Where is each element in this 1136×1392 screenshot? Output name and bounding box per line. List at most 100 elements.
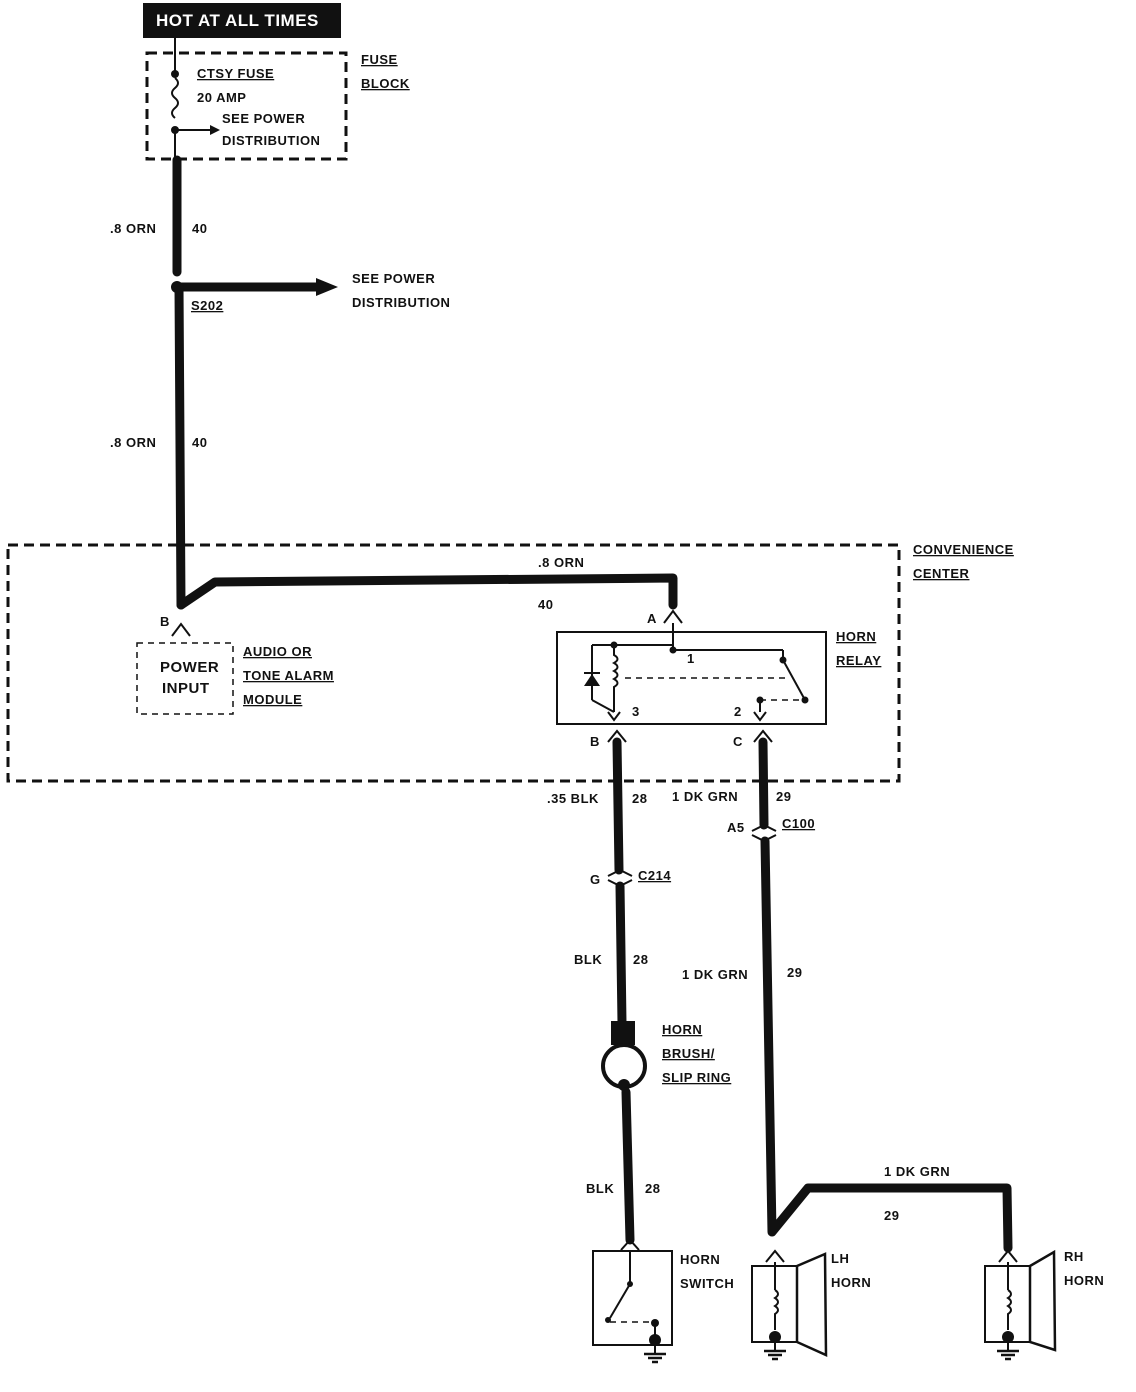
alarm-label-line3: MODULE [243, 692, 302, 707]
connector-icon [998, 1249, 1018, 1263]
wire-grn-top-gauge: 1 DK GRN [672, 789, 738, 804]
relay-pin3: 3 [632, 704, 640, 719]
wire-blk-mid-gauge: BLK [574, 952, 602, 967]
horn-switch-label-line1: HORN [680, 1252, 720, 1267]
arrow-right-icon [316, 278, 338, 296]
banner-text: HOT AT ALL TIMES [156, 11, 319, 30]
alarm-module: POWER INPUT AUDIO OR TONE ALARM MODULE [136, 642, 334, 715]
splice-id: S202 [191, 298, 223, 313]
fuse-rating: 20 AMP [197, 90, 246, 105]
splice-note-line2: DISTRIBUTION [352, 295, 450, 310]
connector-icon [765, 1249, 785, 1263]
rh-horn-label-line1: RH [1064, 1249, 1084, 1264]
splice-note-line1: SEE POWER [352, 271, 435, 286]
wire-grn-to-horns [760, 836, 1013, 1253]
fuse-block-label-line1: FUSE [361, 52, 398, 67]
connector-c214: G C214 [590, 868, 671, 888]
alarm-label-line1: AUDIO OR [243, 644, 312, 659]
wire-mid-circuit: 40 [192, 435, 207, 450]
slip-ring-label-line1: HORN [662, 1022, 702, 1037]
ground-icon [642, 1344, 668, 1364]
relay-terminal-b: B [590, 734, 600, 749]
wire-grn-right-gauge: 1 DK GRN [884, 1164, 950, 1179]
relay-coil-icon [611, 645, 619, 712]
slip-ring-label-line3: SLIP RING [662, 1070, 731, 1085]
wire-blk-top [612, 737, 624, 875]
wire-upper-circuit: 40 [192, 221, 207, 236]
wire-grn-right-circuit: 29 [884, 1208, 899, 1223]
connector-icon [620, 1238, 640, 1251]
wire-blk-mid-circuit: 28 [633, 952, 648, 967]
horn-switch-label-line2: SWITCH [680, 1276, 734, 1291]
wire-grn-mid-circuit: 29 [787, 965, 802, 980]
diode-icon [584, 674, 600, 686]
internal-wire-circuit: 40 [538, 597, 553, 612]
lh-horn-label-line1: LH [831, 1251, 849, 1266]
wire-grn-top [758, 737, 769, 830]
rh-horn: RH HORN [984, 1249, 1104, 1361]
convenience-center-label-line2: CENTER [913, 566, 970, 581]
convenience-center: CONVENIENCE CENTER .8 ORN 40 B A [6, 542, 1014, 783]
fuse-note-line1: SEE POWER [222, 111, 305, 126]
convenience-center-label-line1: CONVENIENCE [913, 542, 1014, 557]
wire-grn-top-circuit: 29 [776, 789, 791, 804]
wire-upper-gauge: .8 ORN [110, 221, 156, 236]
horn-icon [795, 1252, 828, 1357]
terminal-a-label: A [647, 611, 657, 626]
relay-switch-contact [782, 659, 806, 701]
slip-ring-label-line2: BRUSH/ [662, 1046, 715, 1061]
relay-terminal-c: C [733, 734, 743, 749]
horn-switch: HORN SWITCH [592, 1238, 734, 1364]
splice-s202: S202 SEE POWER DISTRIBUTION [171, 271, 450, 313]
terminal-b-connector-icon [171, 622, 191, 637]
fuse-name: CTSY FUSE [197, 66, 274, 81]
wire-orn-internal [176, 573, 678, 610]
c100-pin: A5 [727, 820, 745, 835]
coil-icon [1006, 1289, 1012, 1330]
wire-blk-low-gauge: BLK [586, 1181, 614, 1196]
terminal-b-connector-icon [607, 729, 627, 743]
fuse-block: CTSY FUSE 20 AMP SEE POWER DISTRIBUTION … [145, 38, 410, 161]
alarm-box-line1: POWER [160, 659, 219, 676]
horn-relay-label-line2: RELAY [836, 653, 881, 668]
wire-grn-mid-gauge: 1 DK GRN [682, 967, 748, 982]
c100-id: C100 [782, 816, 815, 831]
wire-mid-gauge: .8 ORN [110, 435, 156, 450]
coil-icon [773, 1289, 779, 1330]
wire-blk-low-circuit: 28 [645, 1181, 660, 1196]
horn-relay-label-line1: HORN [836, 629, 876, 644]
alarm-box-line2: INPUT [162, 680, 210, 697]
connector-c100: A5 C100 [727, 816, 815, 843]
c214-pin: G [590, 872, 601, 887]
arrow-right-icon [210, 125, 220, 135]
horn-switch-contact-icon [609, 1283, 631, 1319]
rh-horn-label-line2: HORN [1064, 1273, 1104, 1288]
fuse-block-label-line2: BLOCK [361, 76, 410, 91]
wire-blk-top-gauge: .35 BLK [547, 791, 599, 806]
terminal-a-connector-icon [663, 609, 683, 624]
ground-icon [995, 1341, 1021, 1361]
horn-relay: HORN RELAY 1 2 3 B C [556, 623, 881, 749]
horn-brush-slip-ring: HORN BRUSH/ SLIP RING [601, 1021, 731, 1091]
terminal-b-label: B [160, 614, 170, 629]
relay-pin1: 1 [687, 651, 695, 666]
wire-blk-top-circuit: 28 [632, 791, 647, 806]
lh-horn-label-line2: HORN [831, 1275, 871, 1290]
hot-at-all-times-banner: HOT AT ALL TIMES [143, 3, 341, 38]
connector-icon [751, 823, 777, 832]
internal-wire-gauge: .8 ORN [538, 555, 584, 570]
wire-orn-mid [174, 282, 186, 610]
alarm-label-line2: TONE ALARM [243, 668, 334, 683]
ground-icon [762, 1341, 788, 1361]
wire-blk-low [621, 1087, 635, 1245]
lh-horn: LH HORN [751, 1249, 871, 1361]
connector-icon [607, 868, 633, 877]
horn-icon [1028, 1249, 1057, 1352]
terminal-c-connector-icon [753, 729, 773, 743]
fuse-icon [171, 77, 179, 119]
fuse-note-line2: DISTRIBUTION [222, 133, 320, 148]
relay-pin2: 2 [734, 704, 742, 719]
wire-blk-mid [615, 881, 627, 1028]
c214-id: C214 [638, 868, 671, 883]
